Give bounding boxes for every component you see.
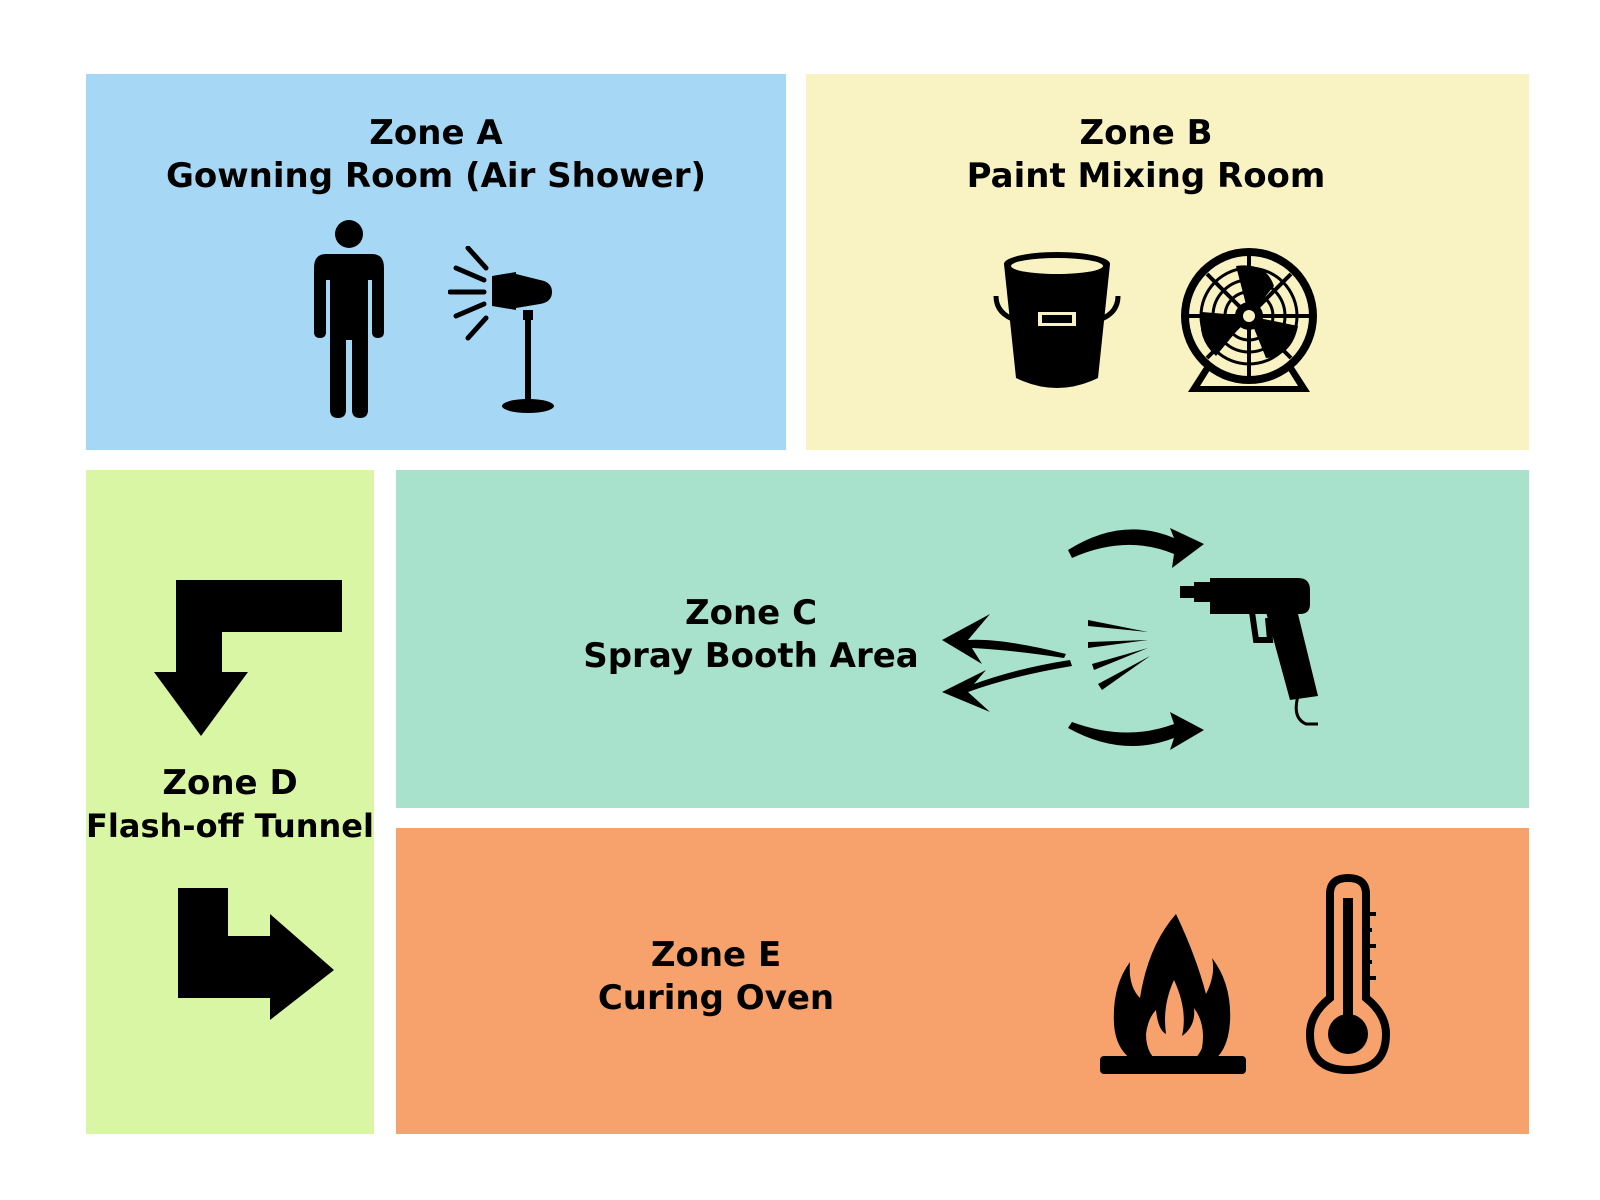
spray-gun-icon [1180,578,1318,726]
zone-c-name: Spray Booth Area [583,636,919,676]
zone-d: Zone D Flash-off Tunnel [86,470,374,1134]
flame-icon [1100,914,1246,1074]
zone-b-label: Zone B [1079,113,1213,153]
zone-e: Zone E Curing Oven [396,828,1529,1134]
person-icon [312,220,386,418]
exhaust-fan-icon [1176,246,1322,398]
zone-e-label: Zone E [650,935,782,975]
zone-a-label: Zone A [369,113,503,153]
zone-c-title: Zone C Spray Booth Area [526,592,976,678]
zone-d-label: Zone D [162,763,298,803]
zone-e-title: Zone E Curing Oven [506,934,926,1020]
zone-b: Zone B Paint Mixing Room [806,74,1529,450]
zone-a: Zone A Gowning Room (Air Shower) [86,74,786,450]
zone-e-name: Curing Oven [597,978,835,1018]
zone-b-title: Zone B Paint Mixing Room [806,112,1486,198]
turn-right-arrow-icon [178,888,334,1020]
thermometer-icon [1306,874,1390,1074]
zone-a-title: Zone A Gowning Room (Air Shower) [86,112,786,198]
zone-b-name: Paint Mixing Room [966,156,1326,196]
zone-d-name: Flash-off Tunnel [86,807,374,845]
zone-a-name: Gowning Room (Air Shower) [165,156,706,196]
zone-c: Zone C Spray Booth Area [396,470,1529,808]
zone-d-title: Zone D Flash-off Tunnel [86,762,374,848]
airflow-arrows-icon [942,516,1332,758]
air-shower-nozzle-icon [448,246,574,416]
turn-down-arrow-icon [154,580,342,736]
paint-bucket-icon [992,246,1122,396]
zone-c-label: Zone C [684,593,818,633]
